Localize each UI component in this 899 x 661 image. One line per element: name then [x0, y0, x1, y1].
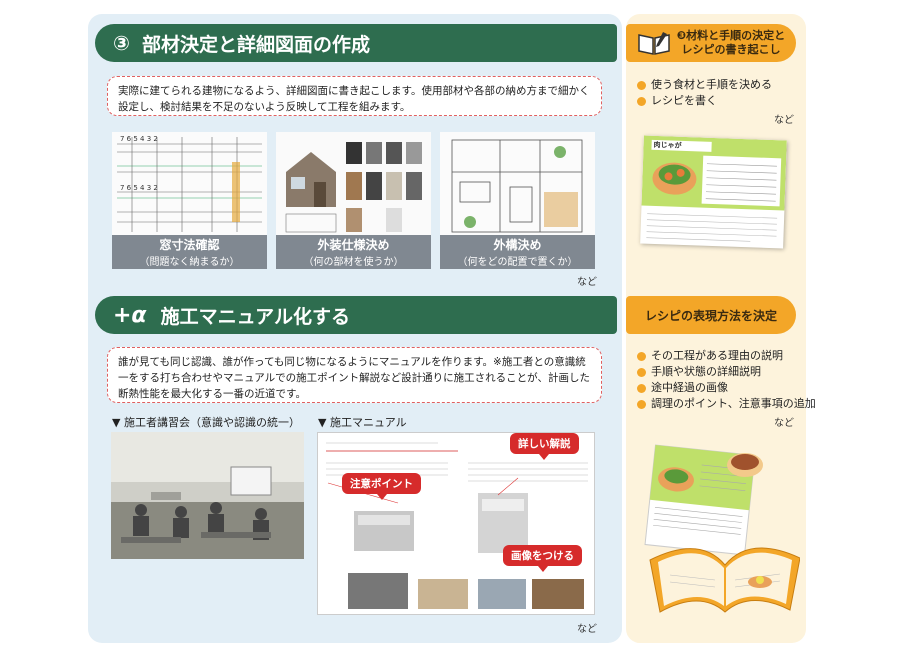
list-item: レシピを書く	[637, 93, 772, 109]
section-alpha-description: 誰が見ても同じ認識、誰が作っても同じ物になるようにマニュアルを作ります。※施工者…	[107, 347, 602, 403]
list-item: 途中経過の画像	[637, 380, 816, 396]
image-caption-subtitle: （問題なく納まるか）	[139, 257, 240, 268]
recipe-card-illustration: 肉じゃが	[640, 135, 787, 249]
book-icon	[637, 30, 671, 56]
image-caption-subtitle: （何の部材を使うか）	[303, 257, 404, 268]
image-caption: 窓寸法確認 （問題なく納まるか）	[112, 235, 267, 269]
recipe-card-title: 肉じゃが	[653, 140, 682, 150]
section3-number: ③	[113, 31, 130, 55]
sidebar-card2-title: レシピの表現方法を決定	[644, 308, 777, 323]
image-caption-title: 外構決め	[493, 238, 542, 252]
section-alpha-title: 施工マニュアル化する	[160, 305, 350, 328]
section3-banner: ③ 部材決定と詳細図面の作成	[95, 24, 617, 62]
sidebar-card2-etc: など	[774, 418, 794, 429]
image-exterior-spec: 外装仕様決め （何の部材を使うか）	[276, 132, 431, 269]
sidebar-card1-title-1: ❸材料と手順の決定と	[676, 29, 786, 42]
tag-detailed-explanation: 詳しい解説	[510, 433, 579, 460]
image-exterior-layout: 外構決め （何をどの配置で置くか）	[440, 132, 595, 269]
image-caption-title: 窓寸法確認	[159, 238, 220, 252]
list-item: その工程がある理由の説明	[637, 348, 816, 364]
image-caption: 外装仕様決め （何の部材を使うか）	[276, 235, 431, 269]
section-alpha-number: +α	[113, 302, 147, 328]
section3-description: 実際に建てられる建物になるよう、詳細図面に書き起こします。使用部材や各部の納め方…	[107, 76, 602, 116]
section-alpha-banner: +α 施工マニュアル化する	[95, 296, 617, 334]
image-window-drawing: 7 6 5 4 3 2 7 6 5 4 3 2 窓寸法確認 （問題なく納まるか）	[112, 132, 267, 269]
list-item: 使う食材と手順を決める	[637, 77, 772, 93]
list-item: 手順や状態の詳細説明	[637, 364, 816, 380]
sidebar-card1-banner: ❸材料と手順の決定と レシピの書き起こし	[626, 24, 796, 62]
section-alpha-etc: など	[577, 624, 597, 635]
sidebar-card2-banner: レシピの表現方法を決定	[626, 296, 796, 334]
image-caption-subtitle: （何をどの配置で置くか）	[457, 257, 578, 268]
manual-label: ▼ 施工マニュアル	[318, 416, 407, 429]
image-caption-title: 外装仕様決め	[317, 238, 390, 252]
tag-add-images: 画像をつける	[503, 545, 582, 572]
section3-etc: など	[577, 277, 597, 288]
seminar-photo	[111, 432, 304, 559]
tag-caution-point: 注意ポイント	[342, 473, 421, 500]
sidebar-card1-etc: など	[774, 115, 794, 126]
seminar-photo-label: ▼ 施工者講習会（意識や認識の統一）	[112, 416, 300, 429]
sidebar-card1-title-2: レシピの書き起こし	[681, 43, 781, 56]
list-item: 調理のポイント、注意事項の追加	[637, 396, 816, 412]
sidebar-card1-list: 使う食材と手順を決める レシピを書く	[637, 77, 772, 109]
sidebar-card2-list: その工程がある理由の説明 手順や状態の詳細説明 途中経過の画像 調理のポイント、…	[637, 348, 816, 412]
svg-text:7 6 5 4 3 2: 7 6 5 4 3 2	[120, 135, 158, 143]
image-caption: 外構決め （何をどの配置で置くか）	[440, 235, 595, 269]
section3-title: 部材決定と詳細図面の作成	[141, 33, 370, 56]
recipe-book-illustration	[640, 440, 800, 620]
manual-page	[317, 432, 595, 615]
svg-text:7 6 5 4 3 2: 7 6 5 4 3 2	[120, 184, 158, 192]
